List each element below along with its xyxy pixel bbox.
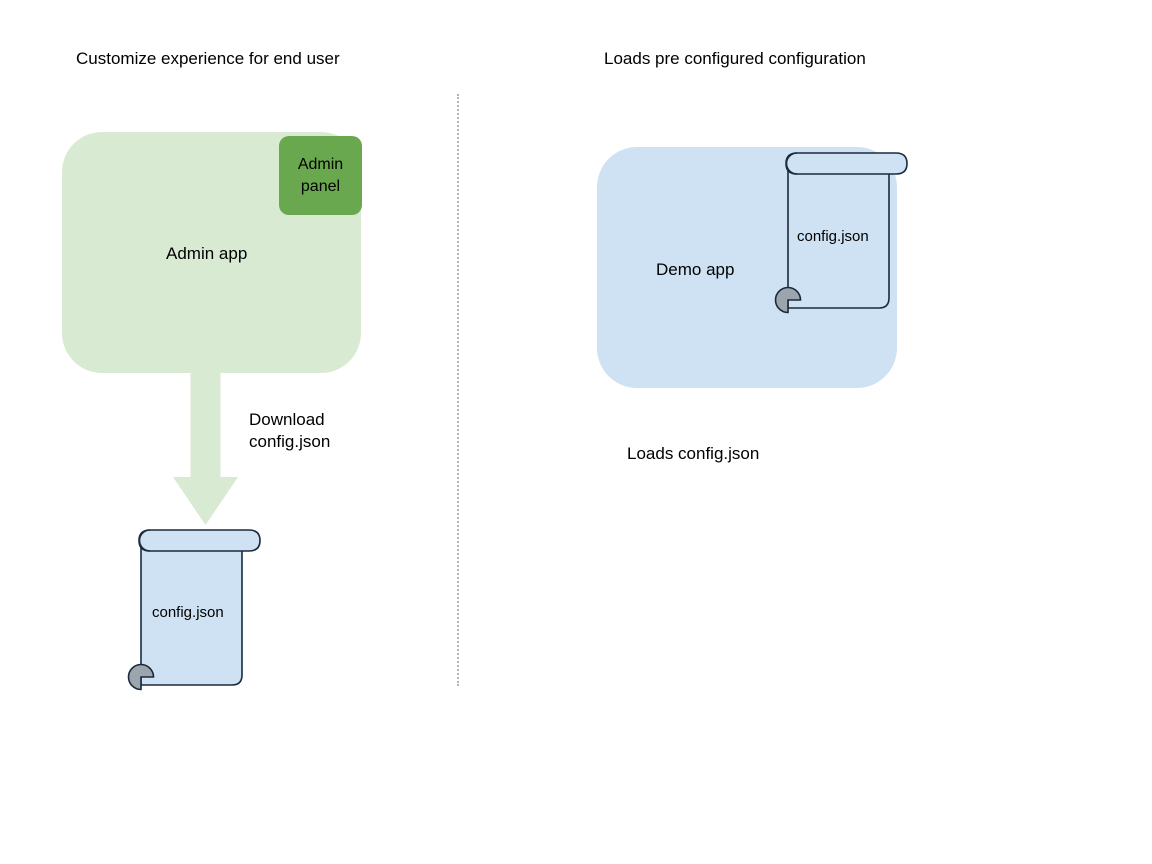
download-arrow-label-line1: Download (249, 410, 325, 429)
config-json-label-left: config.json (152, 604, 224, 621)
loads-config-caption: Loads config.json (627, 444, 760, 463)
admin-panel-tag[interactable]: Admin panel (279, 136, 362, 215)
config-json-label-right: config.json (797, 228, 869, 245)
download-arrow-label-line2: config.json (249, 432, 331, 451)
left-section-heading: Customize experience for end user (76, 49, 340, 68)
admin-app-label: Admin app (166, 244, 248, 263)
section-divider (457, 94, 459, 686)
admin-panel-tag-line2: panel (300, 177, 341, 195)
demo-app-box (597, 147, 897, 388)
demo-app-label: Demo app (656, 260, 735, 279)
download-arrow-label: Download config.json (249, 409, 330, 453)
config-json-document-left (127, 529, 261, 691)
admin-panel-tag-line1: Admin (297, 155, 344, 173)
config-json-document-right (774, 152, 908, 314)
download-arrow-icon (173, 372, 238, 525)
right-section-heading: Loads pre configured configuration (604, 49, 866, 68)
